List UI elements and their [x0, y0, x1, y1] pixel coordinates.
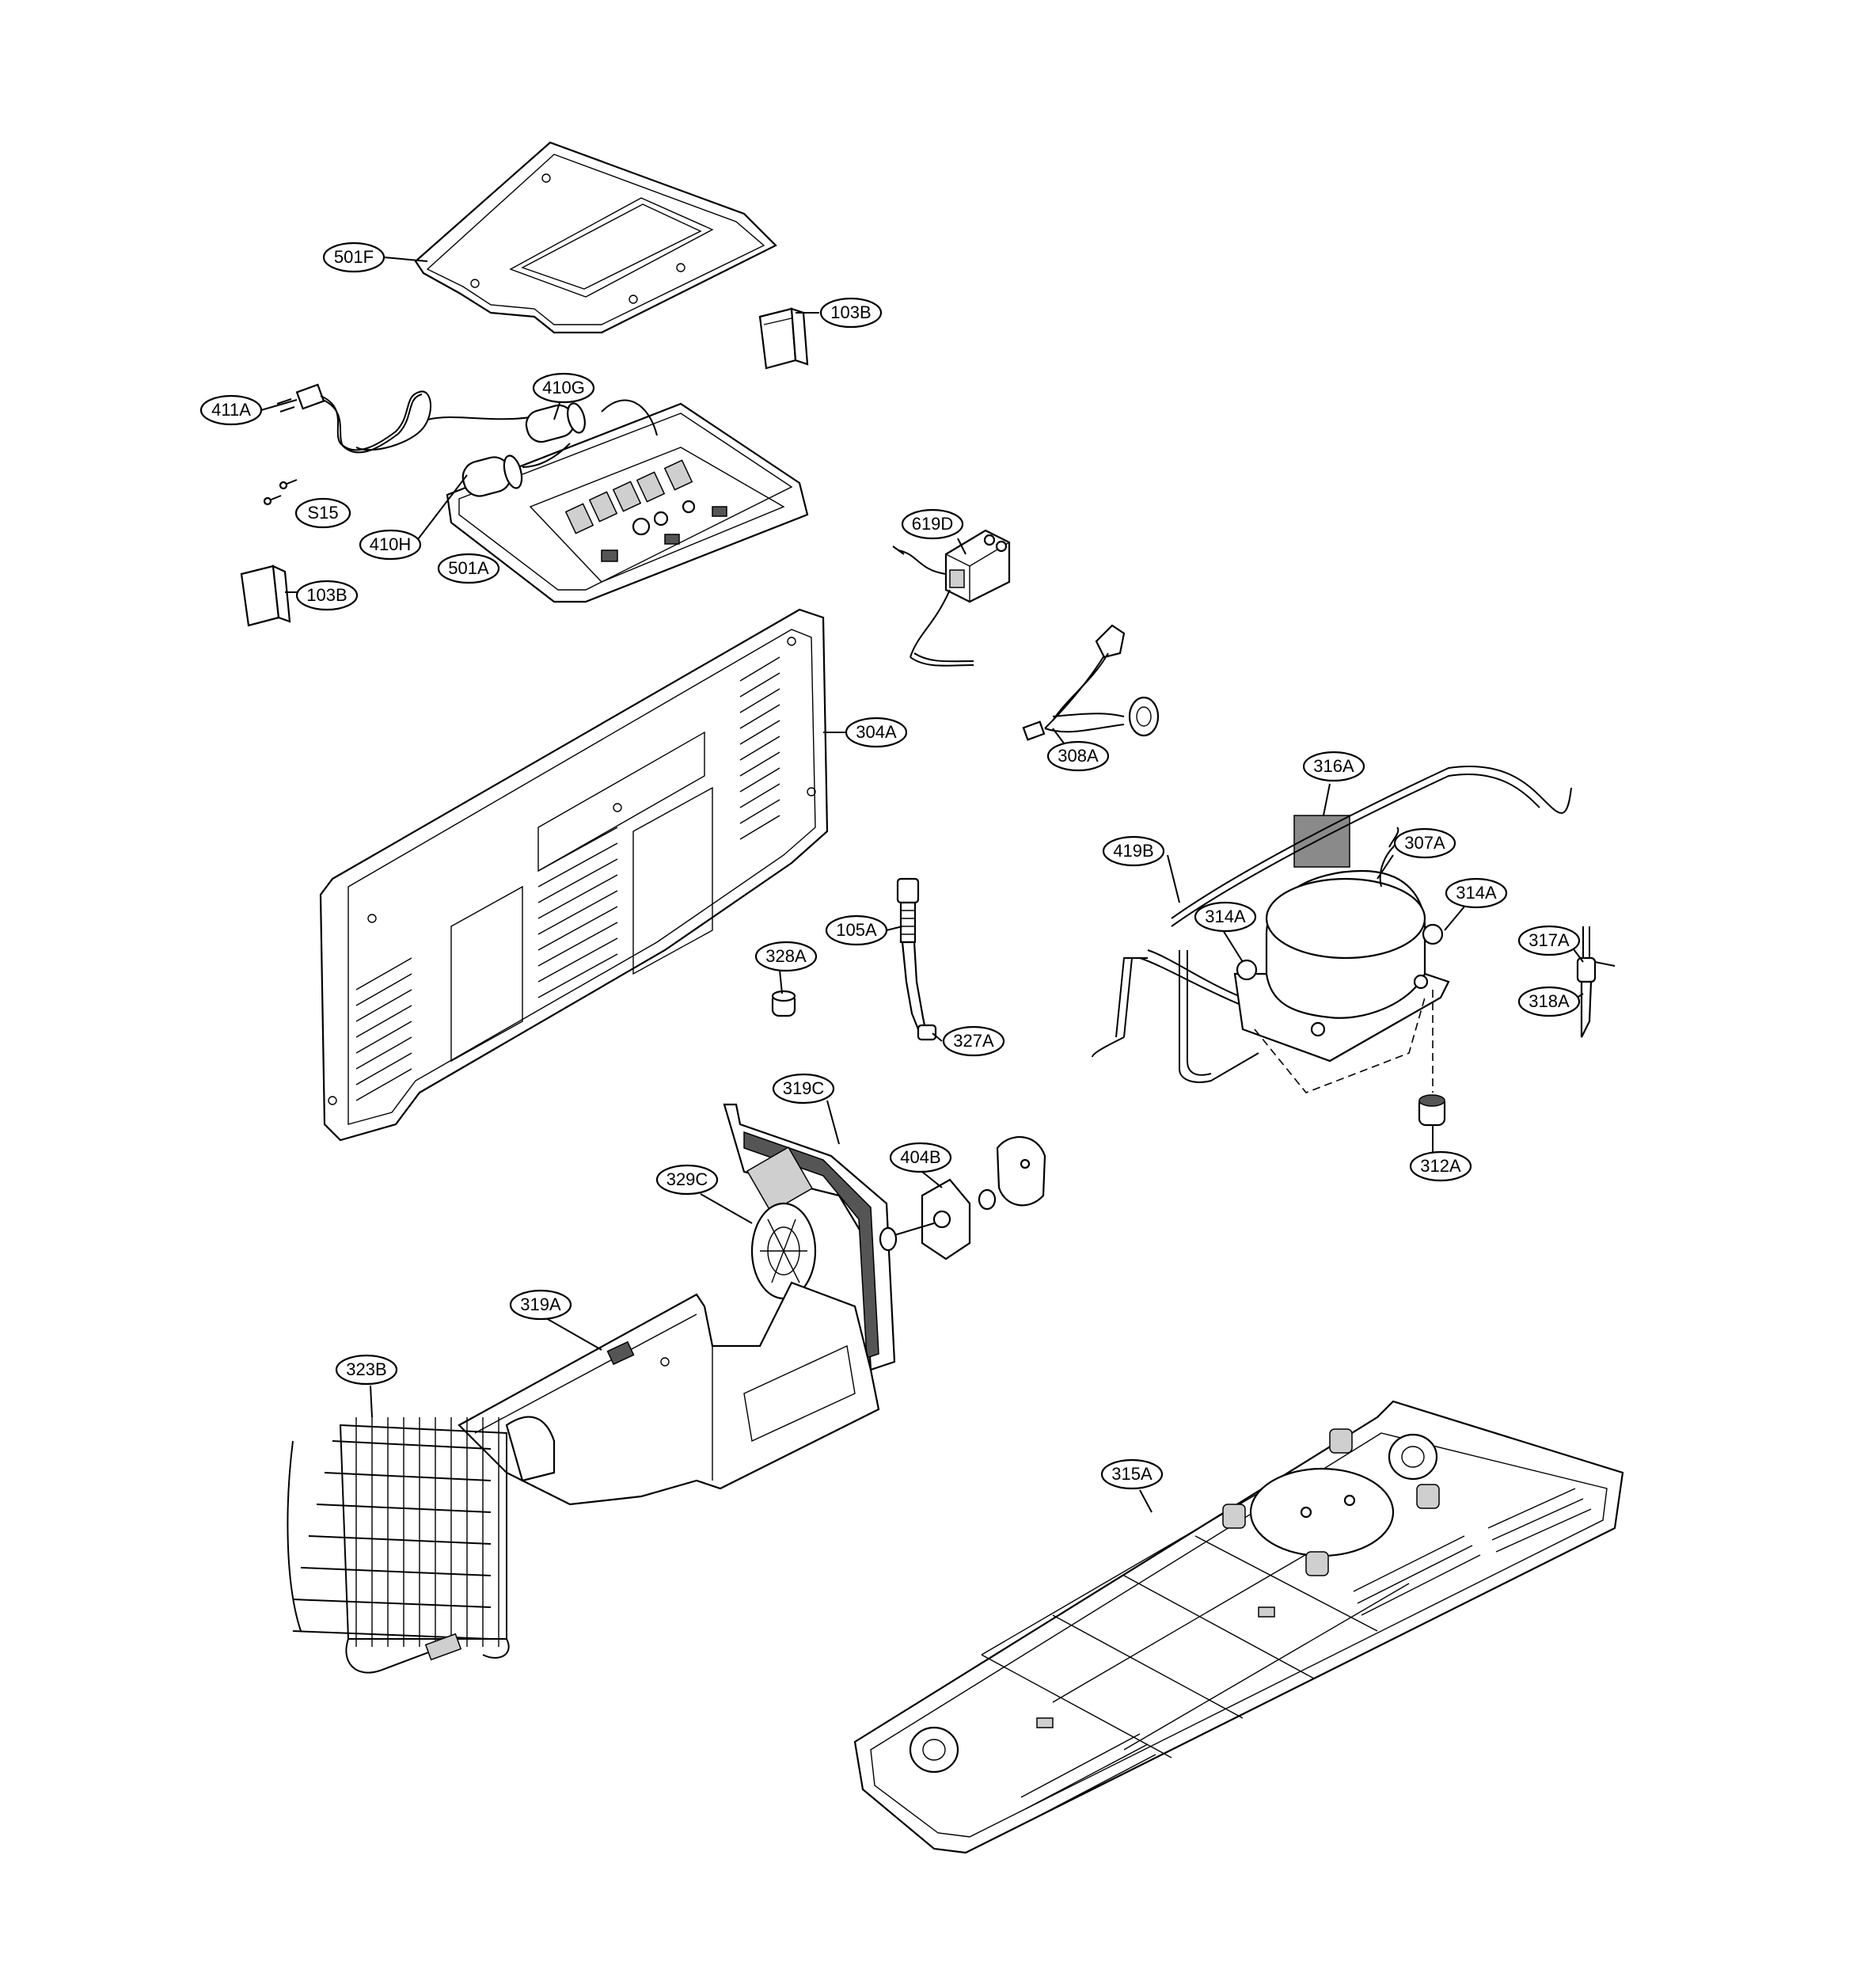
- label-323B: 323B: [346, 1359, 386, 1379]
- label-317A: 317A: [1529, 930, 1570, 950]
- part-316A-pad: [1293, 815, 1350, 868]
- label-105A: 105A: [836, 920, 877, 940]
- callout-312A: 312A: [1409, 1150, 1472, 1182]
- callout-319A: 319A: [509, 1289, 572, 1321]
- label-312A: 312A: [1420, 1156, 1461, 1176]
- part-317A-318A-sensor: [1576, 926, 1616, 1038]
- callout-411A: 411A: [199, 394, 263, 426]
- label-327A: 327A: [953, 1031, 994, 1051]
- callout-307A: 307A: [1393, 827, 1456, 859]
- callout-314A-left: 314A: [1194, 901, 1257, 933]
- callout-318A: 318A: [1517, 986, 1581, 1017]
- callout-316A: 316A: [1302, 751, 1365, 782]
- label-316A: 316A: [1313, 756, 1354, 776]
- part-323B-condenser: [287, 1417, 510, 1674]
- callout-308A: 308A: [1046, 740, 1110, 772]
- label-315A: 315A: [1111, 1464, 1153, 1484]
- callout-317A: 317A: [1517, 925, 1581, 956]
- label-103B-top: 103B: [830, 302, 871, 322]
- callout-S15: S15: [294, 497, 351, 529]
- callout-103B-top: 103B: [819, 297, 883, 329]
- label-501F: 501F: [334, 247, 374, 267]
- callout-315A: 315A: [1100, 1458, 1164, 1490]
- part-501A-control-box: [446, 399, 809, 603]
- callout-103B-bottom: 103B: [295, 580, 359, 611]
- part-501F-cover: [414, 141, 777, 334]
- label-410G: 410G: [542, 378, 585, 397]
- part-329C-fan: [750, 1202, 817, 1300]
- part-315A-base-plate: [853, 1400, 1624, 1854]
- part-404B-motor: [879, 1136, 1046, 1260]
- label-329C: 329C: [666, 1169, 708, 1189]
- part-411A-power-cord: [276, 383, 555, 454]
- callout-404B: 404B: [889, 1142, 952, 1173]
- label-319A: 319A: [520, 1295, 561, 1314]
- label-307A: 307A: [1404, 833, 1445, 853]
- callout-304A: 304A: [845, 717, 908, 748]
- label-S15: S15: [307, 503, 338, 523]
- label-501A: 501A: [448, 558, 489, 578]
- part-S15-screws: [263, 479, 298, 506]
- label-328A: 328A: [765, 946, 807, 966]
- part-328A-plug: [771, 990, 796, 1017]
- callout-105A: 105A: [825, 914, 888, 946]
- part-103B-bracket-top: [758, 307, 809, 370]
- label-304A: 304A: [856, 722, 897, 742]
- callout-419B: 419B: [1102, 835, 1165, 867]
- part-419B-tubing: [1092, 766, 1572, 1083]
- label-410H: 410H: [370, 534, 412, 554]
- callout-410G: 410G: [532, 372, 595, 404]
- mounting-dashed-lines: [1254, 990, 1434, 1093]
- part-103B-bracket-bottom: [240, 565, 291, 627]
- callout-501A: 501A: [437, 553, 500, 584]
- label-319C: 319C: [783, 1078, 825, 1098]
- label-308A: 308A: [1058, 746, 1099, 766]
- label-619D: 619D: [912, 514, 954, 534]
- label-404B: 404B: [900, 1147, 940, 1167]
- part-307A-compressor: [1233, 827, 1450, 1063]
- label-103B-bottom: 103B: [306, 585, 347, 605]
- callout-328A: 328A: [754, 941, 818, 972]
- part-319A-duct: [458, 1281, 880, 1506]
- part-308A-harness: [1022, 624, 1160, 741]
- label-314A-right: 314A: [1456, 883, 1497, 903]
- callout-329C: 329C: [655, 1164, 719, 1196]
- part-304A-rear-panel: [319, 608, 829, 1142]
- part-619D-relay: [892, 529, 1011, 667]
- part-312A-grommet: [1418, 1094, 1446, 1127]
- callout-619D: 619D: [901, 508, 964, 540]
- callout-323B: 323B: [335, 1354, 398, 1386]
- label-314A-left: 314A: [1205, 907, 1246, 926]
- callout-501F: 501F: [322, 241, 385, 273]
- callout-410H: 410H: [359, 529, 422, 561]
- label-411A: 411A: [211, 400, 251, 420]
- label-419B: 419B: [1113, 841, 1153, 861]
- callout-314A-right: 314A: [1445, 877, 1508, 909]
- callout-327A: 327A: [942, 1025, 1005, 1057]
- label-318A: 318A: [1529, 991, 1570, 1011]
- callout-319C: 319C: [772, 1073, 835, 1104]
- callouts: 501F 103B 411A 410G S15 410H 501A 103B 6…: [199, 241, 1581, 1490]
- part-105A-drain-hose: [896, 877, 937, 1041]
